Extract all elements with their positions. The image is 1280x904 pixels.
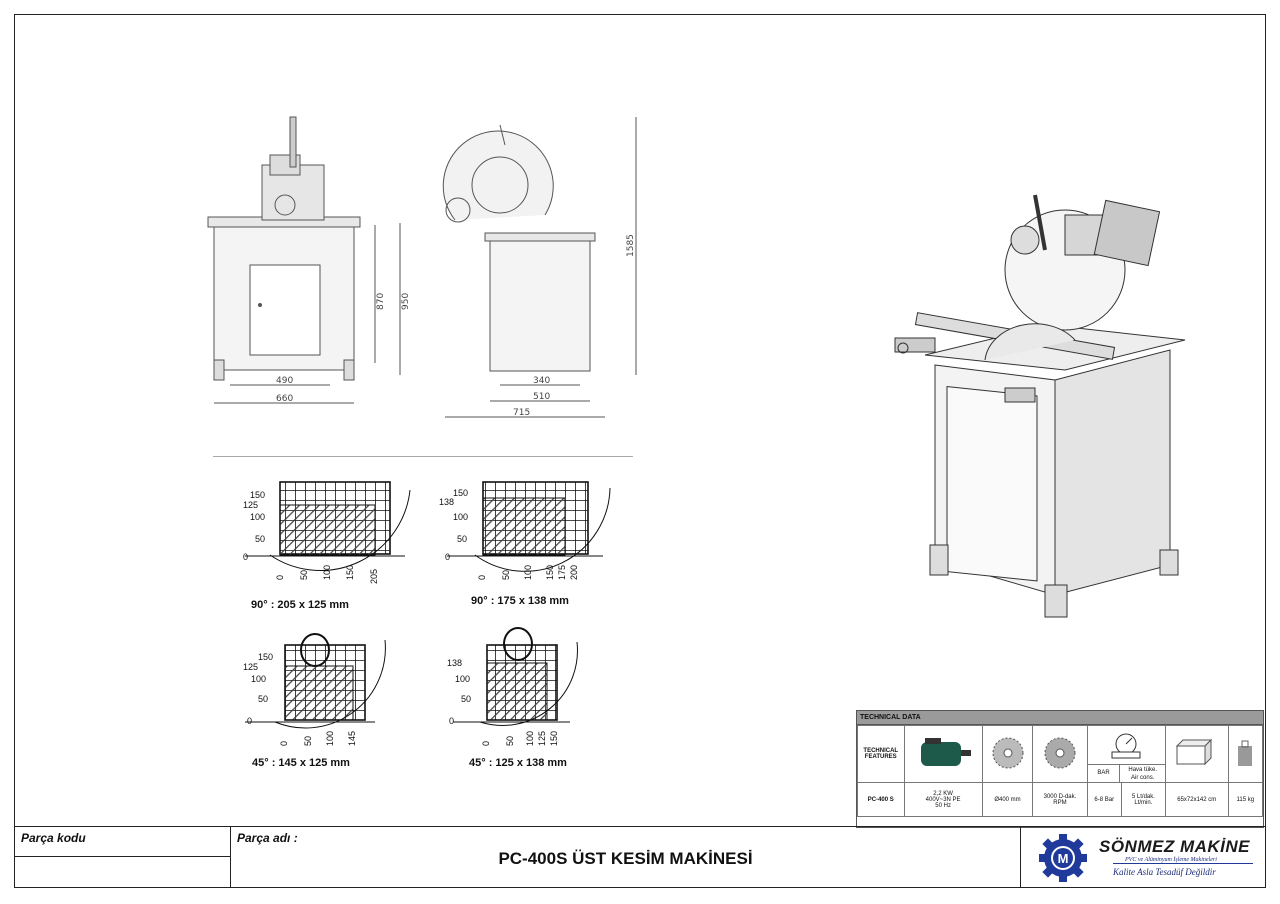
svg-text:100: 100 <box>250 512 265 522</box>
capacity-45-125x138: 138 100 50 0 0 50 100 125 150 45° : 125 … <box>447 627 578 769</box>
svg-text:175: 175 <box>557 565 567 580</box>
svg-text:50: 50 <box>505 736 515 746</box>
pressure-gauge-icon <box>1111 733 1141 759</box>
part-code-label-cell: Parça kodu <box>14 826 231 857</box>
capacity-caption-4: 45° : 125 x 138 mm <box>469 757 567 769</box>
weight-icon <box>1227 725 1264 783</box>
air-cell: 5 Lt/dak.Lt/min. <box>1120 782 1166 817</box>
capacity-caption-2: 90° : 175 x 138 mm <box>471 595 569 607</box>
svg-text:125: 125 <box>243 500 258 510</box>
dim-side-715: 715 <box>513 408 530 418</box>
svg-text:150: 150 <box>345 565 355 580</box>
technical-data-header: TECHNICAL DATA <box>857 711 1263 725</box>
features-label-cell: TECHNICAL FEATURES <box>857 725 905 783</box>
capacity-90-205x125: 150 125 100 50 0 0 50 100 150 205 90° : … <box>243 481 411 611</box>
brand-underline <box>1113 863 1253 864</box>
capacity-caption-1: 90° : 205 x 125 mm <box>251 599 349 611</box>
dim-side-1585: 1585 <box>626 234 636 257</box>
svg-text:0: 0 <box>477 575 487 580</box>
size-cell: 65x72x142 cm <box>1164 782 1229 817</box>
brand-slogan: Kalite Asla Tesadüf Değildir <box>1113 867 1216 877</box>
gear-logo-icon: M <box>1039 834 1087 882</box>
svg-text:0: 0 <box>275 575 285 580</box>
svg-text:50: 50 <box>501 570 511 580</box>
svg-text:50: 50 <box>258 694 268 704</box>
svg-text:50: 50 <box>255 534 265 544</box>
rpm-cell: 3000 D-dak.RPM <box>1032 782 1088 817</box>
blade-cell: Ø400 mm <box>981 782 1034 817</box>
svg-text:100: 100 <box>251 674 266 684</box>
svg-text:100: 100 <box>325 731 335 746</box>
company-logo-cell: M SÖNMEZ MAKİNE PVC ve Alüminyum İşleme … <box>1020 826 1266 888</box>
brand-subtitle: PVC ve Alüminyum İşleme Makineleri <box>1125 857 1217 863</box>
side-view <box>442 117 637 418</box>
pressure-icon-cell: BAR Hava tüke.Air cons. <box>1086 725 1166 783</box>
svg-text:150: 150 <box>453 488 468 498</box>
svg-text:50: 50 <box>299 570 309 580</box>
svg-text:100: 100 <box>453 512 468 522</box>
title-block: Parça kodu Parça adı : PC-400S ÜST KESİM… <box>14 826 1266 888</box>
capacity-caption-3: 45° : 145 x 125 mm <box>252 757 350 769</box>
svg-text:100: 100 <box>455 674 470 684</box>
dim-side-340: 340 <box>533 376 550 386</box>
svg-text:0: 0 <box>445 552 450 562</box>
svg-text:145: 145 <box>347 731 357 746</box>
svg-text:50: 50 <box>457 534 467 544</box>
svg-text:150: 150 <box>258 652 273 662</box>
dim-side-510: 510 <box>533 392 550 402</box>
svg-text:0: 0 <box>481 741 491 746</box>
svg-text:0: 0 <box>449 716 454 726</box>
svg-text:150: 150 <box>250 490 265 500</box>
svg-text:0: 0 <box>243 552 248 562</box>
section-divider <box>213 456 633 457</box>
brand-name: SÖNMEZ MAKİNE <box>1099 837 1250 856</box>
weight-cell: 115 kg <box>1227 782 1264 817</box>
capacity-90-175x138: 150 138 100 50 0 0 50 100 150 175 200 90… <box>439 481 611 607</box>
dim-front-950: 950 <box>401 293 411 310</box>
blade-diameter-icon <box>981 725 1034 783</box>
svg-text:205: 205 <box>369 569 379 584</box>
svg-text:M: M <box>1058 851 1069 866</box>
dim-front-870: 870 <box>376 293 386 310</box>
capacity-45-145x125: 150 125 100 50 0 0 50 100 145 45° : 145 … <box>243 633 386 769</box>
svg-text:0: 0 <box>279 741 289 746</box>
svg-text:100: 100 <box>525 731 535 746</box>
svg-text:100: 100 <box>322 565 332 580</box>
part-name-label: Parça adı : <box>237 831 298 845</box>
pressure-cell: 6-8 Bar <box>1086 782 1122 817</box>
part-name-cell: Parça adı : PC-400S ÜST KESİM MAKİNESİ <box>230 826 1021 888</box>
svg-text:125: 125 <box>243 662 258 672</box>
svg-text:200: 200 <box>569 565 579 580</box>
machine-isometric-illustration <box>894 194 1186 618</box>
dimensions-icon <box>1164 725 1229 783</box>
drawing-title: PC-400S ÜST KESİM MAKİNESİ <box>498 849 753 868</box>
svg-text:150: 150 <box>545 565 555 580</box>
svg-text:50: 50 <box>461 694 471 704</box>
part-code-label: Parça kodu <box>21 831 86 845</box>
rpm-icon <box>1032 725 1088 783</box>
front-view <box>207 116 401 404</box>
dim-front-490: 490 <box>276 376 293 386</box>
svg-text:100: 100 <box>523 565 533 580</box>
dim-front-660: 660 <box>276 394 293 404</box>
svg-text:150: 150 <box>549 731 559 746</box>
part-code-value-cell <box>14 856 231 888</box>
svg-text:138: 138 <box>447 658 462 668</box>
model-cell: PC-400 S <box>857 782 905 817</box>
dimension-drawings: 490 660 870 950 340 510 715 1585 <box>207 116 637 418</box>
motor-icon <box>903 725 983 783</box>
svg-text:50: 50 <box>303 736 313 746</box>
svg-text:125: 125 <box>537 731 547 746</box>
svg-text:138: 138 <box>439 497 454 507</box>
capacity-diagrams: 150 125 100 50 0 0 50 100 150 205 90° : … <box>243 481 611 769</box>
technical-data-table: TECHNICAL DATA TECHNICAL FEATURES BAR <box>856 710 1264 828</box>
svg-text:0: 0 <box>247 716 252 726</box>
